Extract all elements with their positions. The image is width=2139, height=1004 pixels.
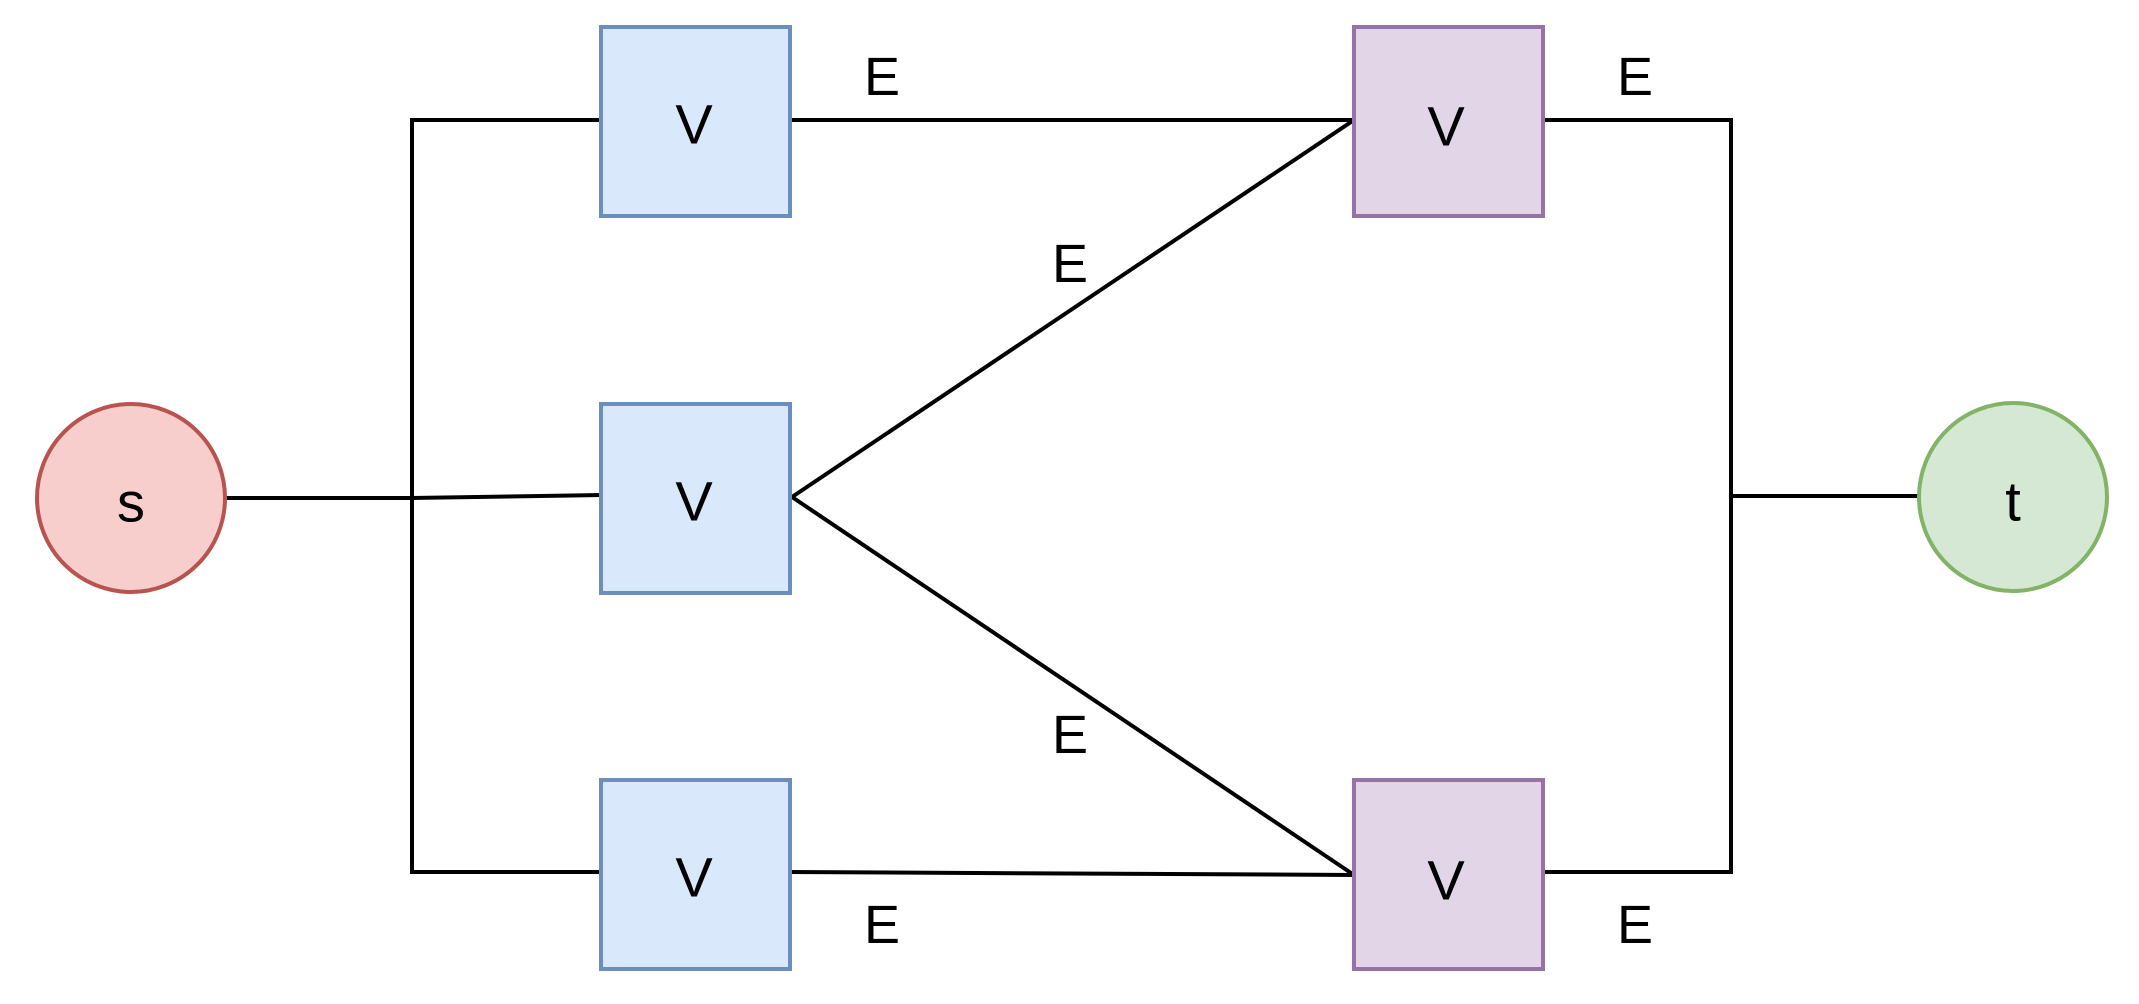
left-bottom-vertex: V (599, 778, 792, 971)
edge-label-top-horizontal: E (864, 47, 900, 107)
edges (224, 117, 1921, 878)
right-top-vertex-box (1352, 25, 1545, 218)
edge-left-bottom-to-right-bottom (787, 869, 1357, 878)
left-bottom-vertex-label: V (675, 846, 713, 909)
left-top-vertex-label: V (675, 93, 713, 156)
edge-labels: E E E E E E (864, 47, 1653, 955)
source-node-circle (35, 402, 227, 594)
edge-left-middle-to-right-top (789, 117, 1357, 500)
right-top-vertex-label: V (1427, 95, 1465, 158)
left-middle-vertex: V (599, 402, 792, 595)
left-bottom-vertex-box (599, 778, 792, 971)
source-node: s (35, 402, 227, 594)
edge-bus-to-left-middle (409, 492, 604, 501)
right-bottom-vertex-box (1352, 778, 1545, 971)
edge-label-top-right-exit: E (1617, 47, 1653, 107)
edge-label-diagonal-down: E (1052, 705, 1088, 765)
right-bottom-vertex-label: V (1427, 849, 1465, 912)
edge-left-middle-to-right-bottom (789, 494, 1357, 878)
sink-node: t (1917, 401, 2109, 593)
right-top-vertex: V (1352, 25, 1545, 218)
sink-node-circle (1917, 401, 2109, 593)
edge-label-bottom-horizontal: E (864, 895, 900, 955)
source-node-label: s (117, 471, 145, 534)
right-bottom-vertex: V (1352, 778, 1545, 971)
left-top-vertex: V (599, 25, 792, 218)
sink-node-label: t (2005, 470, 2021, 533)
edge-label-diagonal-up: E (1052, 234, 1088, 294)
edge-label-bottom-right-exit: E (1617, 895, 1653, 955)
left-middle-vertex-label: V (675, 470, 713, 533)
nodes: s t V V V V V (35, 25, 2109, 971)
left-middle-vertex-box (599, 402, 792, 595)
left-top-vertex-box (599, 25, 792, 218)
